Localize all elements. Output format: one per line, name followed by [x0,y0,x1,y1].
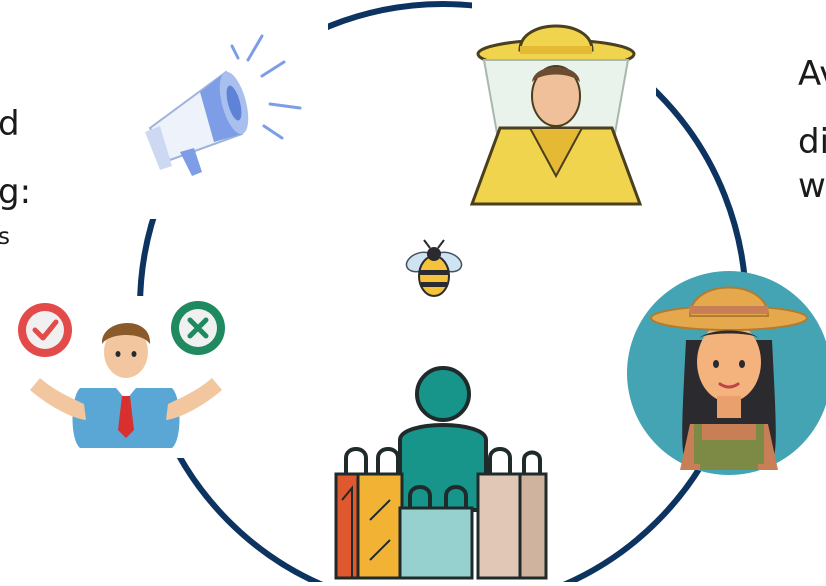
decision-person-icon [10,296,234,458]
right-text-fragment-3: w [798,166,826,206]
right-text-fragment-2: di [798,122,826,162]
right-text-fragment-1: Av [798,54,826,94]
left-text-fragment-1: d [0,104,20,144]
shopper-icon [330,362,554,582]
checkmark-icon [18,303,72,357]
megaphone-icon [118,9,328,219]
left-text-fragment-2: g: [0,172,32,212]
left-text-fragment-3: s [0,224,10,250]
cross-icon [171,301,225,355]
farmer-icon [627,271,826,475]
beekeeper-icon [469,0,656,208]
bee-icon [405,239,463,297]
